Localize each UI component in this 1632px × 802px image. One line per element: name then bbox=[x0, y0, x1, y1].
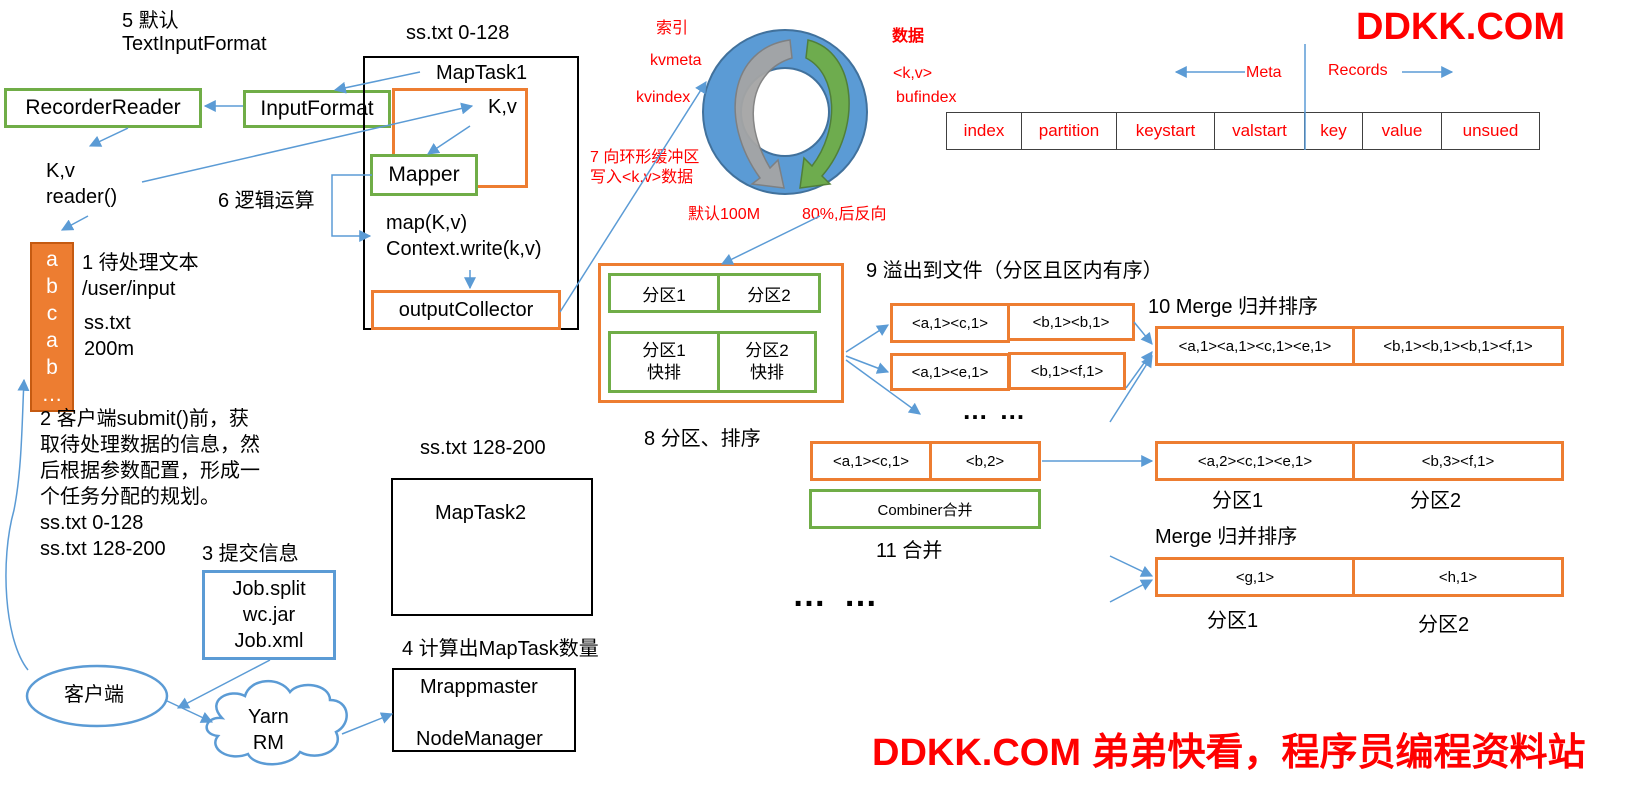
step11-label: 11 合并 bbox=[876, 540, 943, 562]
merge-cell: <b,1><b,1><b,1><f,1> bbox=[1352, 326, 1564, 366]
split2-label: ss.txt 128-200 bbox=[420, 437, 546, 459]
step6-label: 6 逻辑运算 bbox=[218, 190, 315, 212]
merge-cell: <a,1><a,1><c,1><e,1> bbox=[1155, 326, 1355, 366]
step2-label: 2 客户端submit()前，获取待处理数据的信息，然后根据参数配置，形成一 个… bbox=[40, 408, 260, 560]
ring-inner bbox=[740, 67, 830, 157]
kv-inner-label: K,v bbox=[488, 96, 517, 118]
buffer-field: partition bbox=[1022, 113, 1117, 149]
arrow bbox=[845, 324, 890, 353]
client-label: 客户端 bbox=[64, 684, 124, 706]
ellipsis-mid: … … bbox=[962, 395, 1028, 425]
merge2-cell: <g,1> bbox=[1155, 557, 1355, 597]
step3-label: 3 提交信息 bbox=[202, 543, 299, 565]
step9-label: 9 溢出到文件（分区且区内有序） bbox=[866, 260, 1163, 282]
spill-cell: <a,1><c,1> bbox=[890, 303, 1010, 343]
arrow bbox=[164, 699, 214, 723]
spill-cell: <a,1><e,1> bbox=[890, 353, 1010, 391]
recorder-reader-box: RecorderReader bbox=[4, 88, 202, 128]
buffer-field: valstart bbox=[1215, 113, 1305, 149]
step8-label: 8 分区、排序 bbox=[644, 428, 761, 450]
arrow bbox=[1109, 579, 1154, 603]
arrow bbox=[5, 378, 30, 671]
watermark-top: DDKK.COM bbox=[1356, 6, 1565, 48]
stack-letter: a bbox=[46, 248, 58, 271]
partition-label: 分区1 bbox=[1207, 610, 1259, 632]
arrow bbox=[1133, 321, 1153, 345]
records-label: Records bbox=[1328, 62, 1388, 79]
ring-arrow-green bbox=[799, 39, 850, 189]
merge2-cell: <h,1> bbox=[1352, 557, 1564, 597]
stack-letter: a bbox=[46, 329, 58, 352]
split1-label: ss.txt 0-128 bbox=[406, 22, 510, 44]
ellipsis-bottom: … … bbox=[792, 576, 882, 614]
mrappmaster-label: Mrappmaster bbox=[420, 676, 538, 698]
partition-label: 分区2 bbox=[1410, 490, 1462, 512]
arrow bbox=[1125, 351, 1153, 389]
ring-kvmeta-label: kvmeta bbox=[650, 52, 702, 69]
spill-cell: <b,1><f,1> bbox=[1008, 352, 1126, 390]
partition-label: 分区1 bbox=[1212, 490, 1264, 512]
stack-letter: b bbox=[46, 356, 58, 379]
stack-letter: … bbox=[41, 383, 63, 406]
merge2-title: Merge 归并排序 bbox=[1155, 526, 1298, 548]
mrappmaster-box: Mrappmaster NodeManager bbox=[392, 668, 576, 752]
partition-cell: 分区2 bbox=[717, 273, 821, 313]
buffer-field: value bbox=[1363, 113, 1442, 149]
combine-result-cell: <b,3><f,1> bbox=[1352, 441, 1564, 481]
ring-outer bbox=[702, 29, 868, 195]
ring-index-label: 索引 bbox=[656, 20, 689, 37]
output-collector-box: outputCollector bbox=[371, 290, 561, 330]
ring-kvindex-label: kvindex bbox=[636, 89, 691, 106]
partition-label: 分区2 bbox=[1418, 614, 1470, 636]
step7-label: 7 向环形缓冲区写入<k,v>数据 bbox=[590, 149, 700, 186]
arrow bbox=[1109, 555, 1154, 577]
mapper-box: Mapper bbox=[370, 154, 478, 196]
step10-label: 10 Merge 归并排序 bbox=[1148, 296, 1319, 318]
stack-letter: b bbox=[46, 275, 58, 298]
arrow bbox=[60, 215, 89, 231]
map-code-label: map(K,v)Context.write(k,v) bbox=[386, 212, 542, 260]
combine-input-cell: <a,1><c,1> bbox=[810, 441, 932, 481]
watermark-bottom: DDKK.COM 弟弟快看，程序员编程资料站 bbox=[872, 732, 1586, 774]
maptask2-label: MapTask2 bbox=[435, 502, 527, 524]
ring-arrow-gray bbox=[734, 39, 793, 189]
buffer-field: unsued bbox=[1462, 121, 1519, 140]
ring-default-size: 默认100M bbox=[688, 206, 761, 223]
combiner-box: Combiner合并 bbox=[809, 489, 1041, 529]
meta-label: Meta bbox=[1246, 64, 1282, 81]
nodemanager-label: NodeManager bbox=[416, 728, 543, 750]
maptask2-box: MapTask2 bbox=[391, 478, 593, 616]
step4-label: 4 计算出MapTask数量 bbox=[402, 638, 599, 660]
buffer-field: keystart bbox=[1117, 113, 1215, 149]
arrow bbox=[341, 712, 394, 735]
ring-bufindex-label: bufindex bbox=[896, 89, 957, 106]
buffer-field: key bbox=[1305, 113, 1363, 149]
input-text-stack: a b c a b … bbox=[30, 242, 74, 412]
arrow bbox=[88, 127, 129, 147]
buffer-table: index partition keystart valstart key va… bbox=[946, 112, 1540, 150]
stack-letter: c bbox=[46, 302, 58, 325]
buffer-field: index bbox=[947, 113, 1022, 149]
combine-result-cell: <a,2><c,1><e,1> bbox=[1155, 441, 1355, 481]
combine-input-cell: <b,2> bbox=[929, 441, 1041, 481]
ring-kv-label: <k,v> bbox=[893, 65, 933, 82]
arrow bbox=[845, 355, 890, 374]
arrow bbox=[176, 659, 271, 709]
ring-threshold: 80%,后反向 bbox=[802, 206, 887, 223]
ring-data-label: 数据 bbox=[892, 28, 925, 45]
spill-cell: <b,1><b,1> bbox=[1007, 303, 1135, 341]
partition-cell: 分区1 bbox=[608, 273, 720, 313]
maptask1-label: MapTask1 bbox=[436, 62, 528, 84]
